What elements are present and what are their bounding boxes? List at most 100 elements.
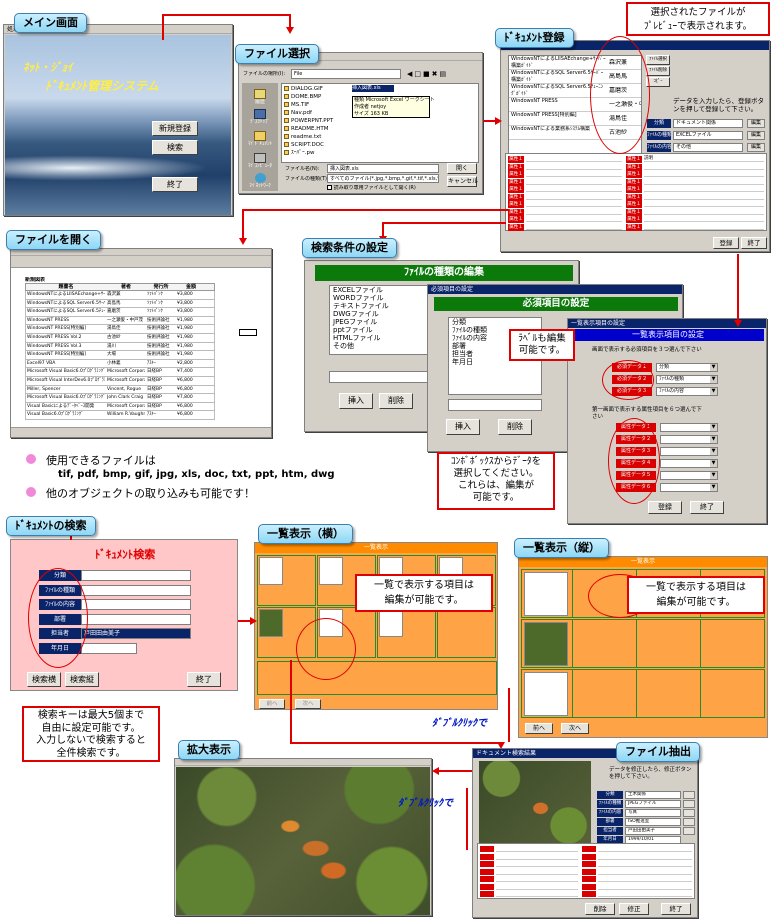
doc-exit-button[interactable]: 終了 xyxy=(741,237,767,249)
extract-modify-button[interactable]: 修正 xyxy=(619,903,649,915)
filetype-select[interactable]: すべてのファイル(*.jpg,*.bmp,*.gif,*.tif,*.xls,*… xyxy=(327,174,439,183)
list-h-next-button[interactable]: 次へ xyxy=(295,699,321,709)
type-list-item[interactable]: JPEGファイル xyxy=(333,318,378,326)
extract-attr-field[interactable] xyxy=(598,846,692,852)
type-list-item[interactable]: WORDファイル xyxy=(333,294,384,302)
search-h-button[interactable]: 検索横 xyxy=(27,672,61,687)
doc-field-edit-button[interactable]: 編集 xyxy=(747,143,765,152)
extract-field-select[interactable]: ISO推進室 xyxy=(625,818,681,826)
search-exit-button[interactable]: 終了 xyxy=(187,672,221,687)
doc-attr-field[interactable] xyxy=(644,179,764,185)
chevron-down-icon[interactable]: ▼ xyxy=(710,472,717,479)
place-computer[interactable]: ﾏｲ ｺﾝﾋﾟｭｰﾀ xyxy=(242,153,278,169)
doc-attr-field[interactable] xyxy=(526,216,622,222)
extract-attr-field[interactable] xyxy=(598,861,692,867)
doc-attr-field[interactable] xyxy=(644,164,764,170)
search-field[interactable] xyxy=(81,599,191,610)
list-h-cell[interactable] xyxy=(257,555,316,606)
doc-register-button[interactable]: 登録 xyxy=(713,237,739,249)
doc-attr-field[interactable] xyxy=(526,194,622,200)
extract-attr-field[interactable] xyxy=(496,869,578,875)
chevron-down-icon[interactable]: ▼ xyxy=(710,484,717,491)
sheet-selection[interactable] xyxy=(239,329,257,336)
doc-attr-field[interactable] xyxy=(644,216,764,222)
doc-side-button[interactable]: ﾌｧｲﾙ選択 xyxy=(646,55,670,65)
doc-field-select[interactable]: ドキュメント関係 xyxy=(673,119,743,128)
file-item[interactable]: DIALOG.GIF xyxy=(284,85,354,93)
place-network[interactable]: ﾏｲ ﾈｯﾄﾜｰｸ xyxy=(242,173,278,189)
extract-edit-button[interactable] xyxy=(683,800,695,808)
extract-attr-field[interactable] xyxy=(598,884,692,890)
doc-attr-field[interactable]: 説明 xyxy=(644,156,764,162)
doc-attr-field[interactable] xyxy=(644,171,764,177)
chevron-down-icon[interactable]: ▼ xyxy=(710,436,717,443)
chevron-down-icon[interactable]: ▼ xyxy=(710,364,717,371)
file-item[interactable]: readme.txt xyxy=(284,133,354,141)
extract-attr-field[interactable] xyxy=(496,876,578,882)
file-item[interactable]: README.HTM xyxy=(284,125,354,133)
required-list-item[interactable]: 年月日 xyxy=(452,358,473,366)
doc-attr-field[interactable] xyxy=(644,209,764,215)
doc-attr-field[interactable] xyxy=(644,201,764,207)
extract-attr-field[interactable] xyxy=(496,891,578,897)
type-list-item[interactable]: HTMLファイル xyxy=(333,334,381,342)
list-h-prev-button[interactable]: 前へ xyxy=(259,699,285,709)
type-list-item[interactable]: その他 xyxy=(333,342,354,350)
required-list-item[interactable]: ﾌｧｲﾙの内容 xyxy=(452,334,487,342)
extract-attr-field[interactable] xyxy=(598,869,692,875)
list-h-cell[interactable] xyxy=(437,607,496,658)
extract-attr-field[interactable] xyxy=(496,846,578,852)
file-item[interactable]: MS.TIF xyxy=(284,101,354,109)
extract-attr-field[interactable] xyxy=(496,854,578,860)
chevron-down-icon[interactable]: ▼ xyxy=(710,460,717,467)
sheet-row[interactable]: WindowsNTによるLIISAEchange+ｻｰﾊﾞｰ構築ｶﾞｲﾄﾞ森沢兼… xyxy=(25,291,215,300)
selected-file[interactable]: 挿入図表.xls xyxy=(352,85,394,92)
extract-exit-button[interactable]: 終了 xyxy=(661,903,691,915)
attr-select[interactable] xyxy=(660,435,718,444)
doc-field-edit-button[interactable]: 編集 xyxy=(747,119,765,128)
file-item[interactable]: DOME.BMP xyxy=(284,93,354,101)
type-list-item[interactable]: EXCELファイル xyxy=(333,286,383,294)
attr-select[interactable] xyxy=(660,447,718,456)
readonly-checkbox[interactable]: 読み取り専用ファイルとして開く(R) xyxy=(327,185,416,191)
extract-attr-field[interactable] xyxy=(496,884,578,890)
sheet-row[interactable]: WindowsNTによるSQL Server6.5ﾁｭｰﾆﾝｸﾞｶﾞｲﾄﾞ嘉磨茨… xyxy=(25,308,215,317)
search-field[interactable] xyxy=(81,642,137,654)
doc-field-select[interactable]: その他 xyxy=(673,143,743,152)
extract-field-select[interactable]: 土木関係 xyxy=(625,791,681,799)
extract-edit-button[interactable] xyxy=(683,827,695,835)
must-select[interactable]: 分類 xyxy=(656,363,718,372)
doc-attr-field[interactable] xyxy=(526,156,622,162)
list-v-prev-button[interactable]: 前へ xyxy=(525,723,553,734)
type-delete-button[interactable]: 削除 xyxy=(379,393,413,409)
filename-input[interactable]: 挿入図表.xls xyxy=(327,164,439,173)
look-in-select[interactable]: File xyxy=(291,69,401,79)
required-delete-button[interactable]: 削除 xyxy=(498,419,532,435)
cancel-button[interactable]: キャンセル xyxy=(447,176,479,187)
doc-attr-field[interactable] xyxy=(644,224,764,230)
required-insert-button[interactable]: 挿入 xyxy=(446,419,480,435)
list-v-row[interactable] xyxy=(521,669,765,718)
doc-attr-field[interactable] xyxy=(526,171,622,177)
list-settings-register-button[interactable]: 登録 xyxy=(648,501,682,514)
type-list-item[interactable]: テキストファイル xyxy=(333,302,389,310)
list-settings-exit-button[interactable]: 終了 xyxy=(690,501,724,514)
must-select[interactable]: ﾌｧｲﾙの種類 xyxy=(656,375,718,384)
doc-attr-field[interactable] xyxy=(644,186,764,192)
extract-edit-button[interactable] xyxy=(683,791,695,799)
extract-field-select[interactable]: 写真 xyxy=(625,809,681,817)
attr-select[interactable] xyxy=(660,483,718,492)
attr-select[interactable] xyxy=(660,459,718,468)
file-item[interactable]: SCRIPT.DOC xyxy=(284,141,354,149)
doc-attr-field[interactable] xyxy=(526,201,622,207)
place-desktop[interactable]: ﾃﾞｽｸﾄｯﾌﾟ xyxy=(242,109,278,125)
sheet-row[interactable]: WindowsNT PRESS[特別編]湯鳥佳技術評論社¥1,980 xyxy=(25,325,215,334)
doc-field-edit-button[interactable]: 編集 xyxy=(747,131,765,140)
required-input[interactable] xyxy=(448,399,542,411)
